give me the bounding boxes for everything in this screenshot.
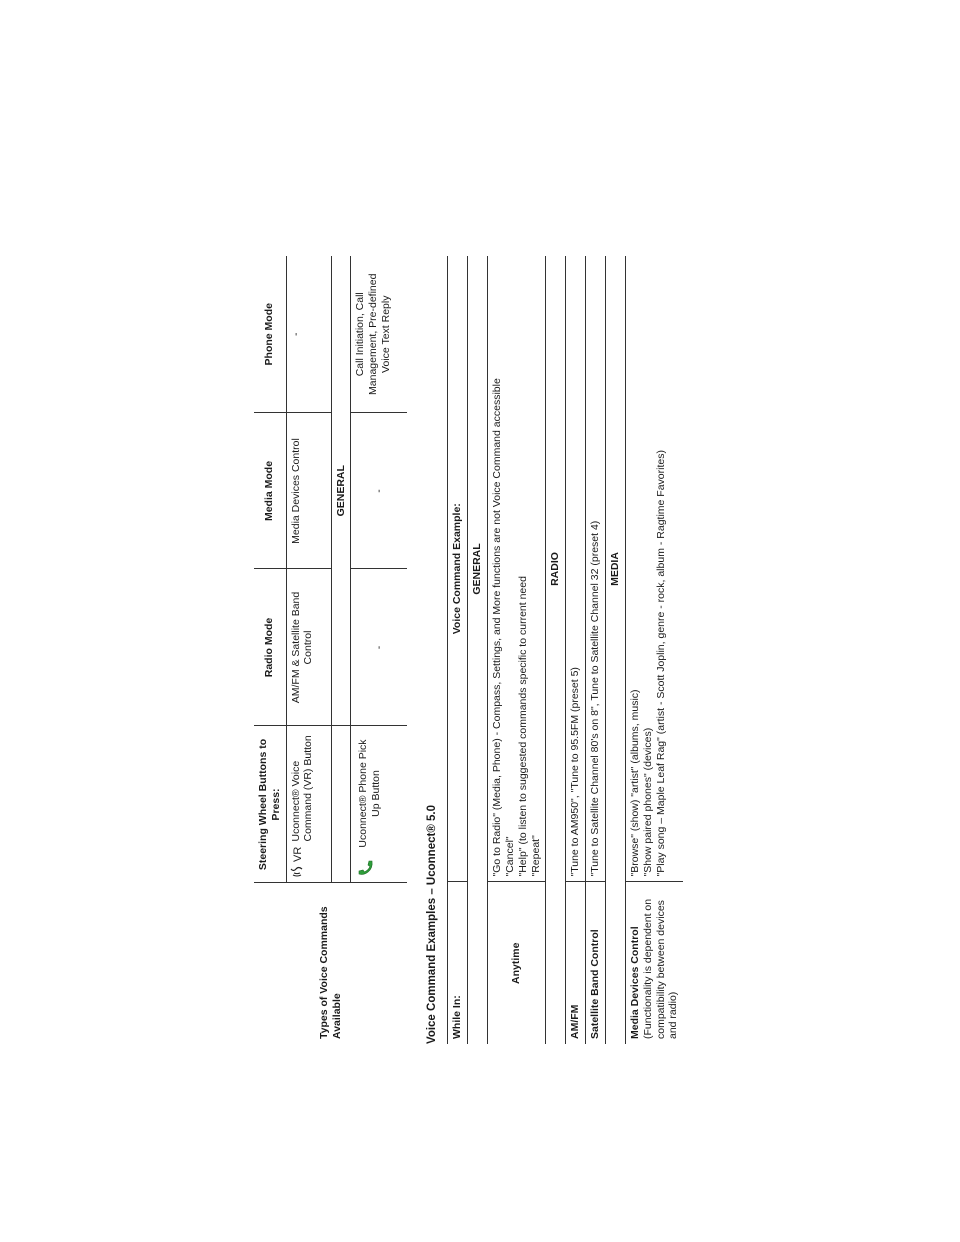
phone-phone-cell: Call Initiation, Call Management, Pre-de…	[350, 256, 408, 413]
phone-button-row: Uconnect® Phone Pick Up Button - - Call …	[350, 256, 408, 1044]
header-media-mode: Media Mode	[254, 413, 287, 569]
types-row-label: Types of Voice Commands Available	[254, 883, 408, 1044]
voice-recognition-icon: VR	[290, 846, 308, 878]
anytime-row: Anytime "Go to Radio" (Media, Phone) - C…	[487, 256, 546, 1044]
vr-media-cell: Media Devices Control	[286, 413, 332, 569]
examples-general-label: GENERAL	[467, 256, 488, 882]
svg-text:VR: VR	[292, 847, 304, 862]
amfm-label: AM/FM	[565, 882, 586, 1044]
types-label-line1: Types of Voice Commands	[317, 906, 330, 1039]
general-section-row: GENERAL	[467, 256, 488, 1044]
media-line-1: "Browse" (show) "artist" (albums, music)	[628, 689, 641, 877]
header-voice-command-example: Voice Command Example:	[447, 256, 468, 882]
satellite-row: Satellite Band Control "Tune to Satellit…	[585, 256, 606, 1044]
anytime-line-1: "Go to Radio" (Media, Phone) - Compass, …	[491, 378, 504, 877]
media-devices-row: Media Devices Control (Functionality is …	[625, 256, 684, 1044]
anytime-label: Anytime	[487, 882, 546, 1044]
types-general-spacer	[331, 726, 351, 883]
header-buttons: Steering Wheel Buttons to Press:	[254, 726, 287, 883]
media-section-row: MEDIA	[605, 256, 626, 1044]
phone-media-cell: -	[350, 413, 408, 569]
phone-button-label: Uconnect® Phone Pick Up Button	[357, 739, 383, 848]
anytime-examples: "Go to Radio" (Media, Phone) - Compass, …	[487, 256, 546, 882]
media-spacer	[605, 882, 626, 1044]
general-spacer	[467, 882, 488, 1044]
vr-button-row: VR Uconnect® Voice Command (VR) Button A…	[286, 256, 332, 1044]
anytime-line-2: "Cancel"	[504, 836, 516, 877]
phone-icon	[357, 860, 379, 878]
header-phone-mode: Phone Mode	[254, 256, 287, 413]
anytime-line-4: "Repeat"	[529, 835, 542, 877]
anytime-line-3: "Help" (to listen to suggested commands …	[516, 576, 529, 877]
examples-radio-label: RADIO	[545, 256, 566, 882]
phone-radio-cell: -	[350, 569, 408, 726]
vr-radio-cell: AM/FM & Satellite Band Control	[286, 569, 332, 726]
amfm-examples: "Tune to AM950", "Tune to 95.5FM (preset…	[565, 256, 586, 882]
voice-command-types-table: Types of Voice Commands Available Steeri…	[254, 256, 408, 1044]
media-devices-label: Media Devices Control (Functionality is …	[625, 882, 684, 1044]
media-line-3: "Play song – Maple Leaf Rag" (artist - S…	[654, 450, 667, 877]
vr-phone-cell: -	[286, 256, 332, 413]
amfm-row: AM/FM "Tune to AM950", "Tune to 95.5FM (…	[565, 256, 586, 1044]
types-label-line2: Available	[330, 993, 343, 1039]
media-devices-label-rest: (Functionality is dependent on compatibi…	[641, 898, 680, 1039]
section-title: Voice Command Examples – Uconnect® 5.0	[426, 805, 439, 1044]
vr-button-label: Uconnect® Voice Command (VR) Button	[289, 735, 315, 842]
radio-section-row: RADIO	[545, 256, 566, 1044]
vr-button-cell: VR Uconnect® Voice Command (VR) Button	[286, 726, 332, 883]
header-while-in: While In:	[447, 882, 468, 1044]
radio-spacer	[545, 882, 566, 1044]
satellite-examples: "Tune to Satellite Channel 80's on 8", T…	[585, 256, 606, 882]
media-line-2: "Show paired phones" (devices)	[641, 727, 654, 877]
voice-command-examples-table: While In: Voice Command Example: GENERAL…	[447, 256, 684, 1044]
examples-media-label: MEDIA	[605, 256, 626, 882]
rotated-page-content: Types of Voice Commands Available Steeri…	[254, 256, 684, 1044]
media-devices-label-bold: Media Devices Control	[628, 926, 641, 1039]
types-general-label: GENERAL	[331, 256, 351, 726]
media-devices-examples: "Browse" (show) "artist" (albums, music)…	[625, 256, 684, 882]
examples-header-row: While In: Voice Command Example:	[447, 256, 468, 1044]
header-radio-mode: Radio Mode	[254, 569, 287, 726]
types-header-row: Types of Voice Commands Available Steeri…	[254, 256, 408, 1044]
phone-button-cell: Uconnect® Phone Pick Up Button	[350, 726, 408, 883]
satellite-label: Satellite Band Control	[585, 882, 606, 1044]
